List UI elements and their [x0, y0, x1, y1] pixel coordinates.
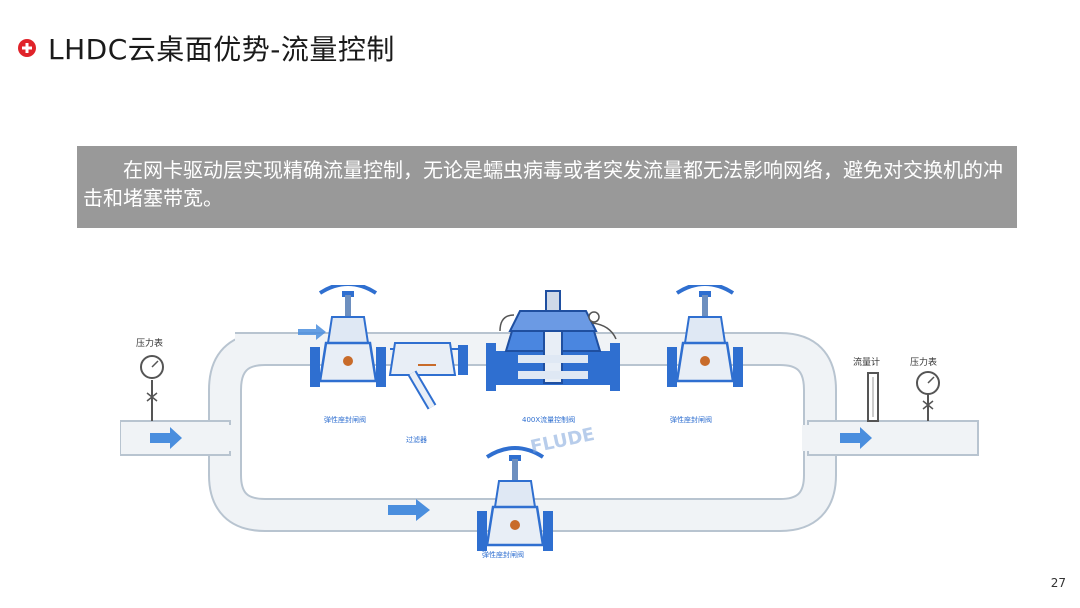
pressure-gauge-left: 压力表 — [136, 337, 164, 421]
gauge-right-label: 压力表 — [910, 356, 937, 368]
slide-title: LHDC云桌面优势-流量控制 — [18, 28, 395, 68]
valve-left-label: 弹性座封闸阀 — [324, 415, 366, 424]
valve-right-label: 弹性座封闸阀 — [670, 415, 712, 424]
page-number: 27 — [1050, 576, 1066, 590]
gauge-left-label: 压力表 — [136, 337, 163, 349]
filter — [388, 342, 468, 410]
description-box: 在网卡驱动层实现精确流量控制，无论是蠕虫病毒或者突发流量都无法影响网络，避免对交… — [77, 146, 1017, 228]
filter-label: 过滤器 — [406, 435, 427, 444]
flow-control-valve — [486, 290, 620, 391]
description-text: 在网卡驱动层实现精确流量控制，无论是蠕虫病毒或者突发流量都无法影响网络，避免对交… — [83, 158, 1003, 210]
bypass-valve-label: 弹性座封闸阀 — [482, 550, 524, 559]
page-title: LHDC云桌面优势-流量控制 — [48, 33, 395, 66]
plus-circle-icon — [18, 39, 36, 57]
flow-meter: 流量计 — [853, 356, 880, 422]
control-valve-label: 400X流量控制阀 — [522, 415, 575, 424]
watermark: FLUDE — [529, 424, 597, 458]
flow-control-diagram: 压力表 弹性座封闸阀 过滤器 400X流量控制阀 弹性座封闸阀 流量计 — [120, 285, 979, 559]
flowmeter-label: 流量计 — [853, 356, 880, 368]
pressure-gauge-right: 压力表 — [910, 356, 940, 421]
